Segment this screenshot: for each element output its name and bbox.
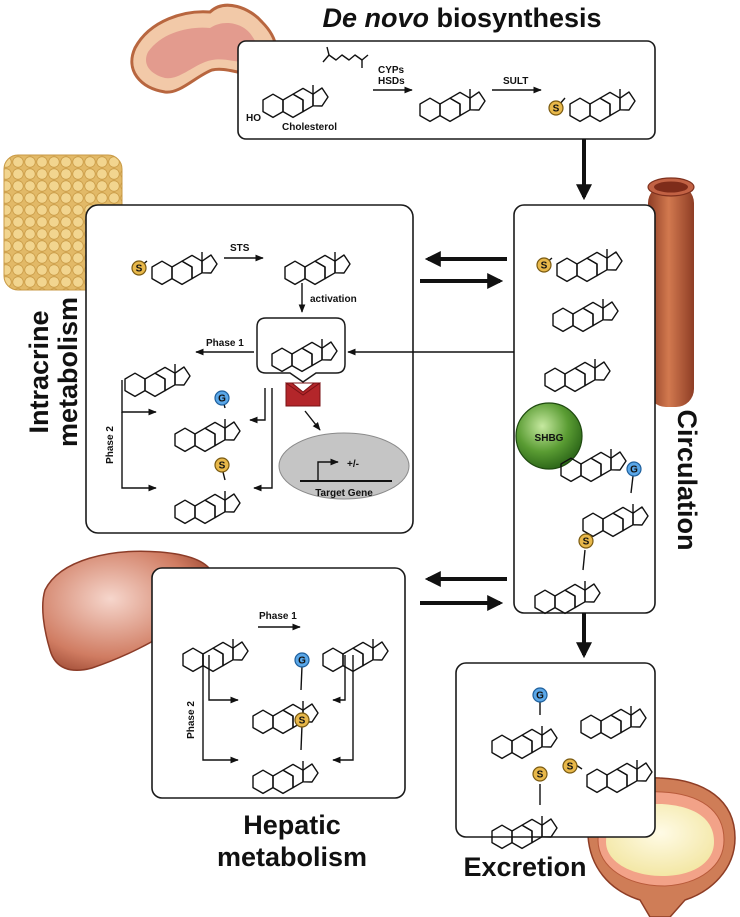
sulfate-badge: S bbox=[131, 260, 147, 276]
shbg-label: SHBG bbox=[535, 433, 564, 444]
title-intracrine-metabolism: Intracrine metabolism bbox=[24, 297, 83, 447]
activation-label: activation bbox=[310, 294, 357, 305]
svg-text:S: S bbox=[537, 770, 544, 781]
title-circulation: Circulation bbox=[672, 409, 702, 550]
plus-minus-label: +/- bbox=[347, 459, 359, 470]
arrow-active-to-gluc bbox=[249, 388, 266, 424]
sts-label: STS bbox=[230, 243, 250, 254]
svg-text:G: G bbox=[630, 465, 638, 476]
sult-label: SULT bbox=[503, 76, 528, 87]
arrow-hepatic-phase2-gluc bbox=[208, 655, 239, 704]
phase2-label-hepatic: Phase 2 bbox=[186, 701, 197, 739]
target-gene-label: Target Gene bbox=[315, 488, 373, 499]
sulfate-badge: S bbox=[214, 457, 230, 481]
svg-text:G: G bbox=[298, 656, 306, 667]
sulfate-badge: S bbox=[294, 712, 310, 751]
svg-text:S: S bbox=[583, 537, 590, 548]
title-excretion: Excretion bbox=[463, 852, 586, 882]
arrow-active-to-sulf bbox=[253, 388, 273, 492]
arrow-hepatic-p1-sulf bbox=[332, 655, 354, 764]
sulfate-badge: S bbox=[548, 100, 564, 116]
de-novo-box bbox=[237, 40, 656, 140]
sulfate-badge: S bbox=[562, 758, 578, 774]
title-de-novo-biosynthesis: De novo biosynthesis bbox=[322, 3, 601, 33]
phase1-label-hepatic: Phase 1 bbox=[259, 611, 297, 622]
shbg-protein: SHBG bbox=[515, 402, 583, 470]
svg-text:S: S bbox=[553, 104, 560, 115]
svg-text:S: S bbox=[136, 264, 143, 275]
glucuronide-badge: G bbox=[532, 687, 548, 715]
phase1-label-intracrine: Phase 1 bbox=[206, 338, 244, 349]
svg-text:Intracrine: Intracrine bbox=[24, 310, 54, 433]
svg-text:S: S bbox=[219, 461, 226, 472]
hsds-label: HSDs bbox=[378, 76, 405, 87]
hepatic-box bbox=[151, 567, 406, 799]
svg-text:S: S bbox=[567, 762, 574, 773]
cholesterol-label: Cholesterol bbox=[282, 122, 337, 133]
svg-text:S: S bbox=[541, 261, 548, 272]
sulfate-badge: S bbox=[532, 766, 548, 805]
blood-vessel-illustration bbox=[647, 177, 695, 407]
svg-text:S: S bbox=[299, 716, 306, 727]
arrow-hepatic-phase2-sulf bbox=[202, 655, 239, 764]
svg-text:G: G bbox=[218, 394, 226, 405]
arrow-receptor-to-gene bbox=[304, 410, 321, 431]
target-gene-nucleus: +/- Target Gene bbox=[278, 432, 410, 500]
glucuronide-badge: G bbox=[626, 461, 642, 494]
excretion-box bbox=[455, 662, 656, 838]
receptor-bubble bbox=[256, 317, 346, 383]
ho-label: HO bbox=[246, 113, 261, 124]
svg-text:metabolism: metabolism bbox=[53, 297, 83, 447]
glucuronide-badge: G bbox=[214, 390, 230, 409]
glucuronide-badge: G bbox=[294, 652, 310, 691]
title-hepatic-metabolism: Hepatic metabolism bbox=[217, 810, 367, 872]
svg-text:Hepatic: Hepatic bbox=[243, 810, 341, 840]
cholesterol-molecule bbox=[262, 46, 369, 119]
sulfate-badge: S bbox=[578, 533, 594, 571]
svg-text:G: G bbox=[536, 691, 544, 702]
svg-text:metabolism: metabolism bbox=[217, 842, 367, 872]
cyps-label: CYPs bbox=[378, 65, 405, 76]
arrow-hepatic-p1-gluc bbox=[332, 655, 346, 704]
sulfate-badge: S bbox=[536, 257, 552, 273]
phase2-label-intracrine: Phase 2 bbox=[105, 426, 116, 464]
arrow-phase2-to-sulf bbox=[121, 412, 157, 492]
